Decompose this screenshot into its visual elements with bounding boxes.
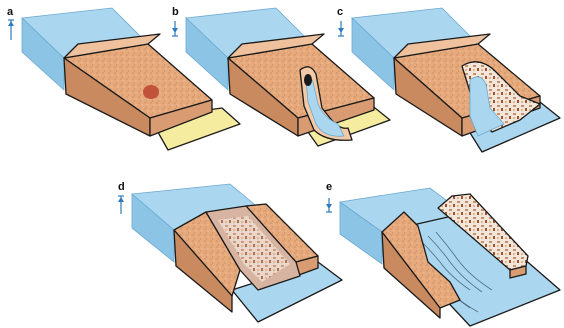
panel-d: d xyxy=(118,181,342,322)
seepage-spot xyxy=(143,85,159,99)
panel-label-b: b xyxy=(172,6,179,18)
water-level-marker-down-icon xyxy=(326,198,332,212)
water-level-marker-down-icon xyxy=(172,21,178,36)
panel-label-c: c xyxy=(337,6,343,18)
panel-e: e xyxy=(326,181,560,326)
panel-label-d: d xyxy=(118,181,125,193)
water-level-marker-down-icon xyxy=(338,21,344,36)
water-level-marker-up-icon xyxy=(8,20,14,40)
panel-label-a: a xyxy=(7,6,14,18)
pipe-opening xyxy=(304,74,312,86)
panel-c: c xyxy=(337,6,560,152)
panel-label-e: e xyxy=(326,181,332,193)
water-level-marker-up-icon xyxy=(118,196,124,214)
